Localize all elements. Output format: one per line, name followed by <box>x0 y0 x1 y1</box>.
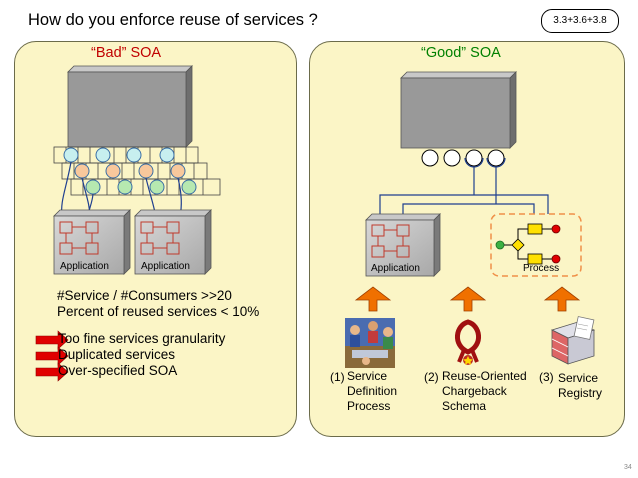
red-arrow-icon <box>35 346 69 366</box>
issue-item: Too fine services granularity <box>58 331 226 346</box>
issue-item: Duplicated services <box>58 347 176 362</box>
item-number: (1) <box>330 370 345 384</box>
good-soa-heading: “Good” SOA <box>421 45 501 61</box>
stat-line: #Service / #Consumers >>20 <box>57 288 232 303</box>
bad-app-1 <box>53 209 131 275</box>
service-circle <box>170 163 186 179</box>
good-app <box>365 213 441 277</box>
orange-up-arrow-icon <box>543 286 581 312</box>
service-circle <box>421 149 439 167</box>
process-box <box>490 213 582 277</box>
issue-arrows <box>35 330 69 382</box>
bad-consumer-box <box>67 65 193 148</box>
service-circle <box>443 149 461 167</box>
good-connections <box>379 167 549 222</box>
good-consumer-box <box>400 71 517 149</box>
service-circle <box>95 147 111 163</box>
red-arrow-icon <box>35 330 69 350</box>
bad-soa-heading: “Bad” SOA <box>91 45 162 61</box>
good-services <box>421 149 505 167</box>
service-circle <box>105 163 121 179</box>
ribbon-award-icon <box>455 319 481 365</box>
service-circle <box>85 179 101 195</box>
item-caption: Service Definition Process <box>347 369 398 413</box>
service-circle <box>181 179 197 195</box>
slide-title: How do you enforce reuse of services ? <box>28 11 318 29</box>
bad-app-2 <box>134 209 212 275</box>
orange-up-arrow-icon <box>354 286 392 312</box>
application-label: Application <box>60 261 109 272</box>
issue-item: Over-specified SOA <box>58 363 178 378</box>
service-circle <box>149 179 165 195</box>
service-circle <box>63 147 79 163</box>
service-circle <box>465 149 483 167</box>
service-circle <box>74 163 90 179</box>
orange-up-arrow-icon <box>449 286 487 312</box>
item-caption: Reuse-Oriented Chargeback Schema <box>442 369 527 413</box>
item-number: (3) <box>539 370 554 384</box>
application-label: Application <box>141 261 190 272</box>
team-meeting-icon <box>345 318 395 368</box>
service-circle <box>487 149 505 167</box>
service-circle <box>117 179 133 195</box>
bad-services <box>63 147 197 195</box>
application-label: Application <box>371 263 420 274</box>
section-badge: 3.3+3.6+3.8 <box>541 9 619 33</box>
service-circle <box>138 163 154 179</box>
red-arrow-icon <box>35 362 69 382</box>
stat-line: Percent of reused services < 10% <box>57 304 260 319</box>
up-arrows <box>354 286 581 312</box>
page-number: 34 <box>624 464 632 471</box>
process-label: Process <box>523 263 560 274</box>
service-circle <box>159 147 175 163</box>
service-circle <box>126 147 142 163</box>
item-number: (2) <box>424 370 439 384</box>
item-caption: Service Registry <box>558 371 603 400</box>
filing-cabinet-icon <box>550 316 596 365</box>
